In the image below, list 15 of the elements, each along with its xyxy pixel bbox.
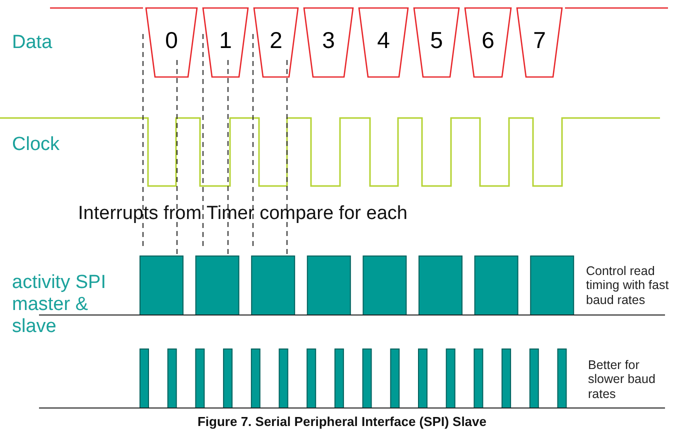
bit-number: 5 [429,27,444,54]
annotation-heading: Interrupts from Timer compare for each [78,203,408,225]
side-note: Control read timing with fast baud rates [586,264,670,308]
signal-label: activity SPI master & slave [12,272,107,338]
signal-label: Data [12,32,52,54]
bit-number: 1 [218,27,233,54]
bit-number: 4 [376,27,391,54]
bit-number: 3 [321,27,336,54]
bit-number: 6 [480,27,496,54]
bit-number: 2 [268,27,284,54]
bit-number: 0 [164,27,179,54]
figure-caption: Figure 7. Serial Peripheral Interface (SPI) Slave [196,414,488,429]
bit-number: 7 [532,27,547,54]
side-note: Better for slower baud rates [588,358,656,402]
signal-label: Clock [12,134,60,156]
